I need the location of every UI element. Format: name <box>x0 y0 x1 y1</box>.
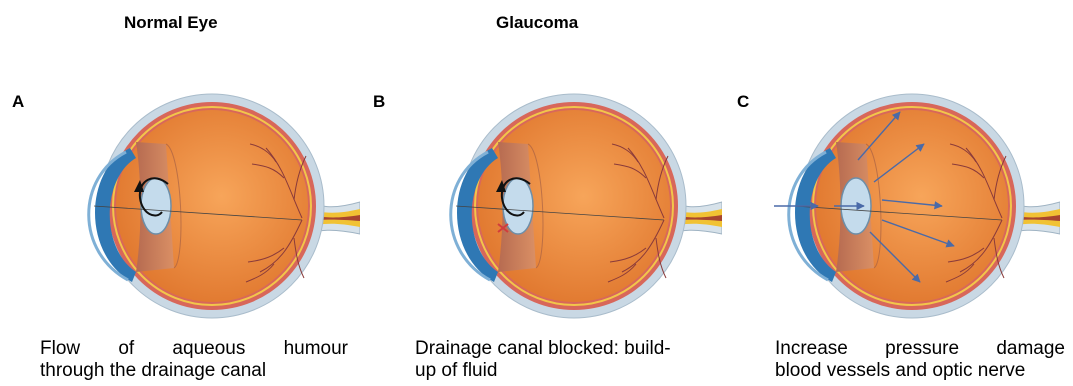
caption-a-line-1: Flow of aqueous humour <box>40 338 348 360</box>
eye-diagram-normal <box>70 82 360 320</box>
panel-letter-a: A <box>12 92 24 112</box>
caption-b: Drainage canal blocked: build- up of flu… <box>415 338 735 382</box>
caption-a-second: through the drainage canal <box>40 360 360 382</box>
caption-c-line-2: blood vessels and optic nerve <box>775 360 1070 382</box>
caption-c-second: blood vessels and optic nerve <box>775 360 1070 382</box>
panel-letter-b: B <box>373 92 385 112</box>
heading-glaucoma: Glaucoma <box>496 13 578 33</box>
caption-a-line-2: through the drainage canal <box>40 360 360 382</box>
eye-diagram-glaucoma-pressure <box>770 82 1060 320</box>
caption-b-line-1: Drainage canal blocked: build- <box>415 338 735 360</box>
caption-a: Flow of aqueous humour <box>40 338 348 360</box>
heading-normal-eye: Normal Eye <box>124 13 218 33</box>
panel-letter-c: C <box>737 92 749 112</box>
caption-c: Increase pressure damage <box>775 338 1065 360</box>
caption-b-line-2: up of fluid <box>415 360 735 382</box>
caption-c-line-1: Increase pressure damage <box>775 338 1065 360</box>
eye-diagram-glaucoma-blocked <box>432 82 722 320</box>
